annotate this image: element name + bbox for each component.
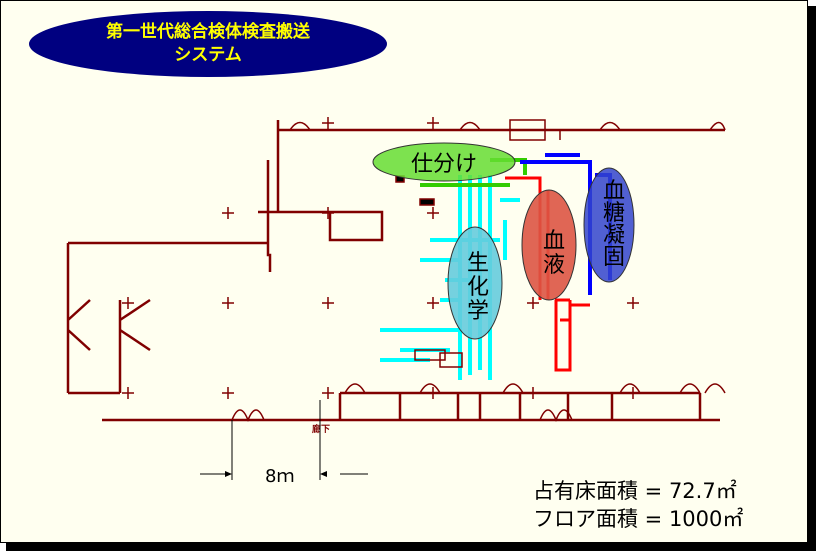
occupied-area-text: 占有床面積 = 72.7㎡ [533,479,737,503]
zone-biochem-label: 学 [467,299,489,324]
scale-bar [200,400,368,480]
title-line2: システム [174,45,242,65]
zone-coag-label: 固 [603,245,625,270]
zone-coag: 血 糖 凝 固 [583,167,635,283]
slide-shadow [6,543,816,551]
zone-sorting: 仕分け [372,142,516,182]
slide-shadow [808,6,816,551]
zone-biochem-label: 化 [467,275,489,300]
slide [0,0,808,543]
zone-sorting-label: 仕分け [411,152,477,177]
title-line1: 第一世代総合検体検査搬送 [106,21,311,42]
floor-area-text: フロア面積 = 1000㎡ [533,507,743,531]
zone-coag-label: 血 [603,179,625,204]
zone-blood: 血 液 [521,189,577,301]
zone-coag-label: 凝 [603,223,625,248]
equipment-boxes [395,175,463,368]
title-badge: 第一世代総合検体検査搬送 システム [29,11,387,77]
zone-biochem-label: 生 [467,251,489,276]
building-walls [66,119,726,423]
zone-blood-label: 血 [543,229,565,254]
zone-coag-label: 糖 [603,201,625,226]
corridor-label: 廊下 [312,423,330,435]
zone-blood-label: 液 [543,253,565,278]
structural-columns [122,117,639,399]
scale-label: 8ｍ [265,466,294,487]
zone-biochem: 生 化 学 [447,226,503,340]
